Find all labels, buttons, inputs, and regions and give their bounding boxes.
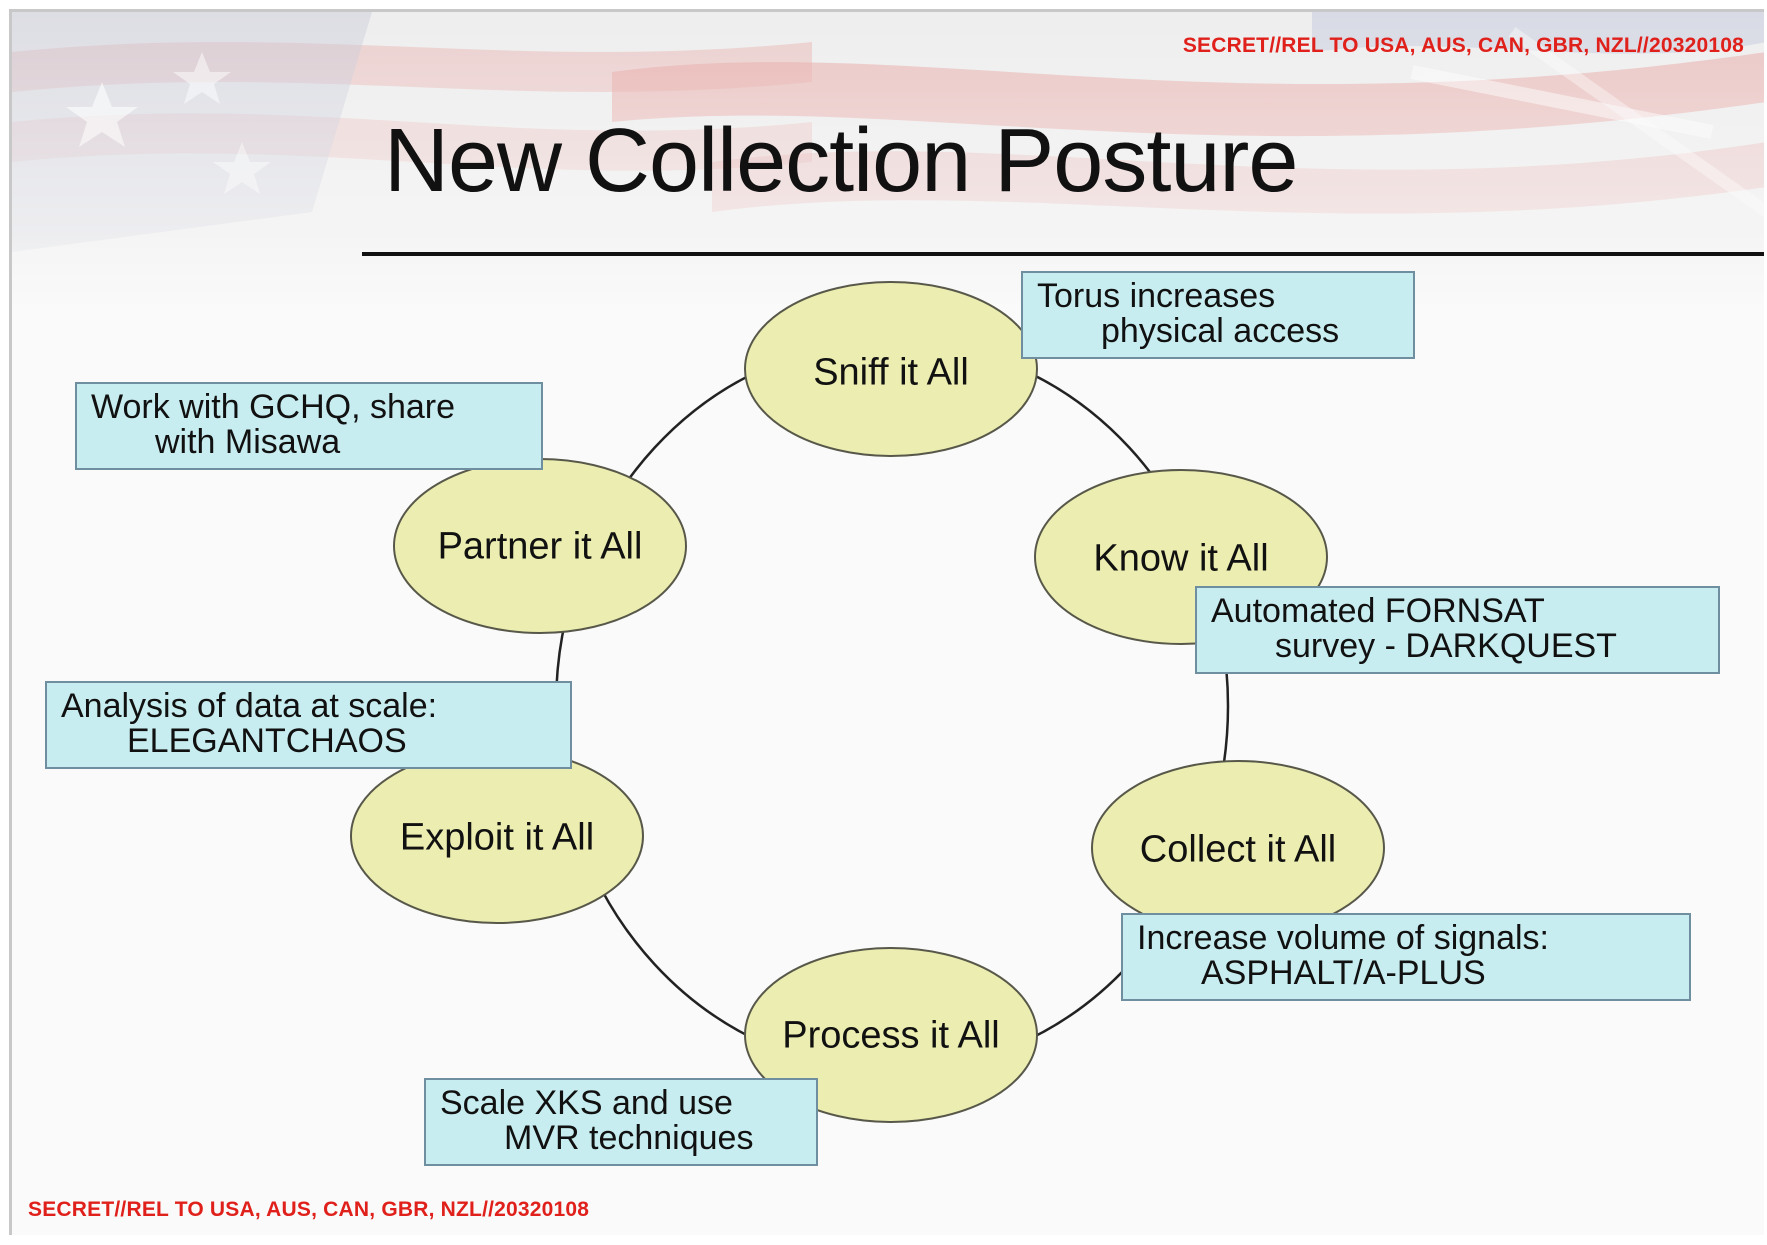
classification-banner-bottom: SECRET//REL TO USA, AUS, CAN, GBR, NZL//… xyxy=(28,1198,590,1221)
callout-know: Automated FORNSAT survey - DARKQUEST xyxy=(1195,586,1720,674)
callout-know-line1: Automated FORNSAT xyxy=(1211,592,1545,630)
node-sniff-label: Sniff it All xyxy=(813,351,969,394)
node-sniff-ellipse xyxy=(744,281,1038,457)
callout-process-line2: MVR techniques xyxy=(504,1119,754,1157)
callout-partner-line2: with Misawa xyxy=(155,423,341,461)
callout-process: Scale XKS and use MVR techniques xyxy=(424,1078,818,1166)
title-underline xyxy=(362,252,1764,256)
callout-sniff-line2: physical access xyxy=(1101,312,1340,350)
callout-collect-line1: Increase volume of signals: xyxy=(1137,919,1549,957)
callout-exploit-line2: ELEGANTCHAOS xyxy=(127,722,407,760)
callout-sniff-line1: Torus increases xyxy=(1037,277,1276,315)
callout-exploit-line1: Analysis of data at scale: xyxy=(61,687,438,725)
callout-know-line2: survey - DARKQUEST xyxy=(1275,627,1617,665)
callout-partner-line1: Work with GCHQ, share xyxy=(91,388,456,426)
node-exploit-label: Exploit it All xyxy=(399,816,595,859)
callout-process-line1: Scale XKS and use xyxy=(440,1084,733,1122)
callout-sniff: Torus increases physical access xyxy=(1021,271,1415,359)
node-know-label: Know it All xyxy=(1093,537,1269,580)
callout-collect: Increase volume of signals: ASPHALT/A-PL… xyxy=(1121,913,1691,1001)
node-collect-label: Collect it All xyxy=(1139,828,1337,871)
callout-partner: Work with GCHQ, share with Misawa xyxy=(75,382,543,470)
node-partner-label: Partner it All xyxy=(437,525,643,568)
classification-banner-top: SECRET//REL TO USA, AUS, CAN, GBR, NZL//… xyxy=(1182,34,1744,57)
callout-exploit: Analysis of data at scale: ELEGANTCHAOS xyxy=(45,681,572,769)
node-process-ellipse xyxy=(744,947,1038,1123)
node-process-label: Process it All xyxy=(782,1014,1000,1057)
callout-collect-line2: ASPHALT/A-PLUS xyxy=(1201,954,1486,992)
slide-title: New Collection Posture xyxy=(384,111,1298,211)
